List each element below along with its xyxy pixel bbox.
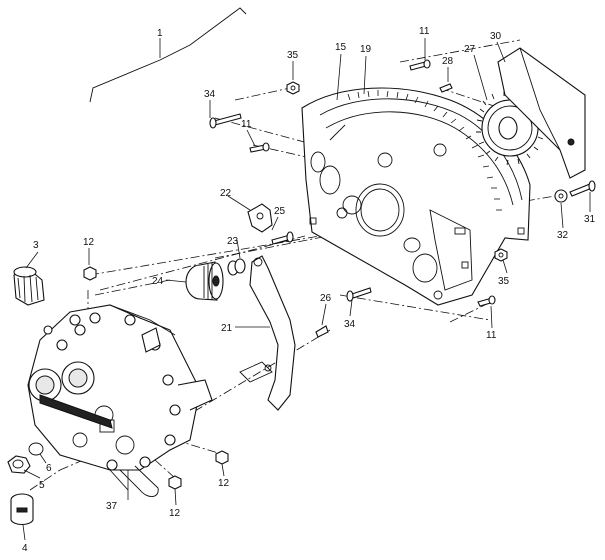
- knob-3: [13, 266, 45, 306]
- callout-23: 23: [227, 236, 239, 247]
- callout-32: 32: [557, 230, 569, 241]
- callout-12-left: 12: [83, 237, 95, 248]
- callout-4: 4: [22, 543, 28, 554]
- callout-22: 22: [220, 188, 232, 199]
- callout-3: 3: [33, 240, 39, 251]
- pulley-24: [185, 261, 224, 301]
- side-plate: [301, 87, 531, 306]
- assembly-bracket: [89, 7, 247, 103]
- callout-34-bottom: 34: [344, 319, 356, 330]
- callout-19: 19: [360, 44, 372, 55]
- callout-11-top: 11: [419, 26, 430, 37]
- hitch-pin-37: [109, 465, 159, 497]
- callout-34-top: 34: [204, 89, 216, 100]
- callout-24: 24: [152, 276, 164, 287]
- leader-lines: [22, 38, 591, 541]
- callout-30: 30: [490, 31, 502, 42]
- callout-5: 5: [39, 480, 45, 491]
- callout-37: 37: [106, 501, 118, 512]
- scale-ticks: [347, 90, 502, 211]
- callout-26: 26: [320, 293, 332, 304]
- chain-guard: [497, 47, 586, 179]
- plug-5: [7, 455, 31, 474]
- callout-27: 27: [464, 44, 476, 55]
- fasteners: [28, 59, 596, 490]
- callout-12-bottom: 12: [169, 508, 181, 519]
- callout-21: 21: [221, 323, 233, 334]
- callout-31: 31: [584, 214, 596, 225]
- callout-28: 28: [442, 56, 454, 67]
- callout-15: 15: [335, 42, 347, 53]
- lever-arm-21: [239, 255, 296, 411]
- gearbox-housing: [27, 304, 213, 471]
- callout-35-right: 35: [498, 276, 510, 287]
- callout-35-top: 35: [287, 50, 299, 61]
- callout-6: 6: [46, 463, 52, 474]
- callout-11-mid: 11: [241, 119, 252, 130]
- callout-labels: 1 15 19 35 11 28 27 30 34 11 22 25 23 3 …: [22, 26, 596, 554]
- spacer-23: [227, 258, 246, 276]
- callout-12-right: 12: [218, 478, 230, 489]
- callout-11-bottom: 11: [486, 330, 497, 341]
- callout-25: 25: [274, 206, 286, 217]
- cap-4: [10, 493, 34, 526]
- callout-1: 1: [157, 28, 163, 39]
- bracket-22: [247, 203, 273, 233]
